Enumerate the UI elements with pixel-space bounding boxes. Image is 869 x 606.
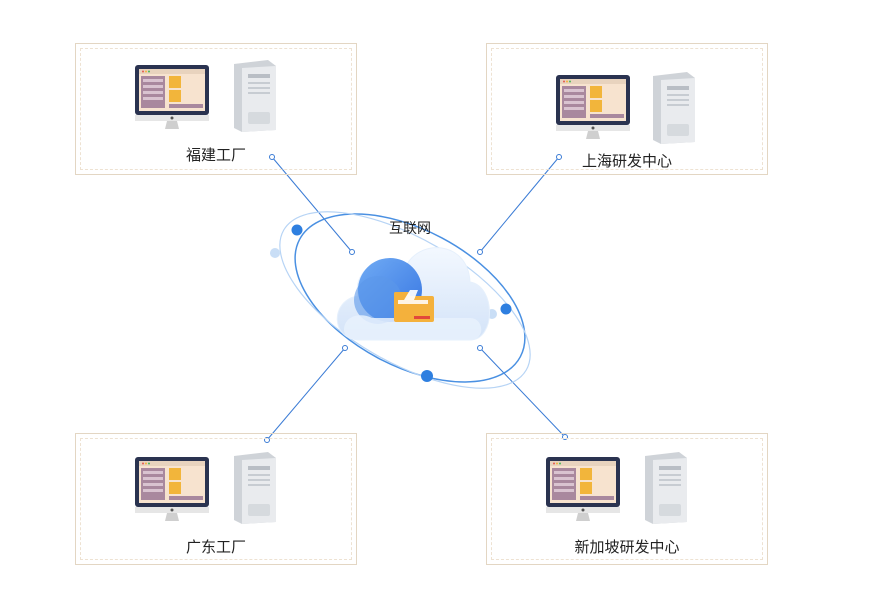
endpoint-dot	[556, 154, 562, 160]
server-icon	[234, 60, 276, 132]
server-icon	[234, 452, 276, 524]
site-card-singapore[interactable]: 新加坡研发中心	[486, 433, 768, 565]
monitor-icon	[556, 75, 630, 139]
link-singapore	[479, 347, 566, 438]
link-shanghai	[479, 156, 560, 253]
monitor-icon	[135, 65, 209, 129]
endpoint-dot	[269, 154, 275, 160]
site-card-fujian[interactable]: 福建工厂	[75, 43, 357, 175]
site-card-guangdong[interactable]: 广东工厂	[75, 433, 357, 565]
endpoint-dot	[477, 249, 483, 255]
internet-label: 互联网	[389, 221, 431, 237]
orbit-dots	[270, 224, 512, 382]
site-label: 广东工厂	[185, 538, 246, 556]
endpoint-dot	[477, 345, 483, 351]
orbit-rings	[279, 211, 531, 389]
site-card-shanghai[interactable]: 上海研发中心	[486, 43, 768, 175]
folder-icon	[394, 290, 434, 322]
server-icon	[645, 452, 687, 524]
site-label: 上海研发中心	[581, 152, 672, 170]
endpoint-dot	[342, 345, 348, 351]
monitor-icon	[135, 457, 209, 521]
link-fujian	[271, 156, 353, 253]
monitor-icon	[546, 457, 620, 521]
link-guangdong	[266, 347, 346, 441]
endpoint-dot	[349, 249, 355, 255]
connection-lines	[264, 154, 568, 443]
site-label: 福建工厂	[185, 146, 246, 164]
server-icon	[653, 72, 695, 144]
site-label: 新加坡研发中心	[574, 538, 680, 556]
